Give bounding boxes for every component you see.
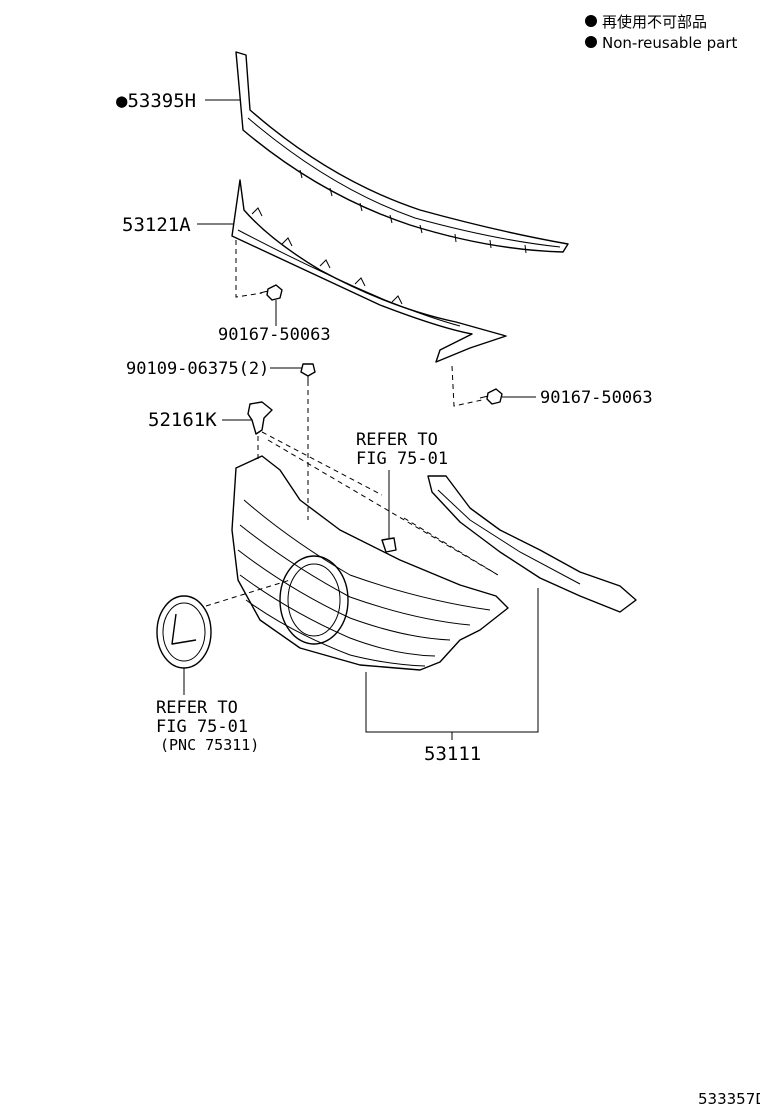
dash-bracket-screw-right bbox=[451, 365, 483, 407]
label-52161k: 52161K bbox=[148, 409, 217, 431]
refer-upper-line1: REFER TO bbox=[356, 430, 438, 450]
refer-lower-line2: FIG 75-01 bbox=[156, 717, 248, 737]
label-53111: 53111 bbox=[424, 743, 481, 765]
refer-lower-line1: REFER TO bbox=[156, 698, 238, 718]
part-grille-side-bracket bbox=[427, 475, 637, 613]
label-53395h: ●53395H bbox=[116, 90, 196, 112]
diagram-id: 533357D bbox=[698, 1090, 760, 1108]
label-90167-top: 90167-50063 bbox=[218, 325, 331, 345]
screw-90167-top bbox=[259, 284, 283, 301]
label-53121a: 53121A bbox=[122, 214, 191, 236]
legend-bullet-en bbox=[585, 36, 597, 48]
legend-english: Non-reusable part bbox=[602, 34, 737, 52]
bolt-90109 bbox=[300, 363, 316, 386]
dash-clip-grille bbox=[261, 431, 383, 496]
dash-grille-bracket bbox=[403, 517, 499, 576]
dash-emblem-grille bbox=[205, 579, 291, 607]
refer-lower-line3: (PNC 75311) bbox=[160, 736, 259, 754]
emblem bbox=[156, 595, 212, 669]
screw-90167-right bbox=[479, 388, 503, 405]
part-53121a-bracket bbox=[231, 179, 507, 363]
legend-japanese: 再使用不可部品 bbox=[602, 13, 707, 31]
emblem-logo bbox=[171, 613, 197, 645]
nut-refer-upper bbox=[381, 537, 397, 553]
clip-52161k bbox=[247, 401, 273, 435]
refer-upper-line2: FIG 75-01 bbox=[356, 449, 448, 469]
leader-53111 bbox=[365, 588, 539, 733]
legend-bullet-jp bbox=[585, 15, 597, 27]
label-90109: 90109-06375(2) bbox=[126, 359, 269, 379]
part-53395h-molding bbox=[235, 51, 569, 254]
label-90167-right: 90167-50063 bbox=[540, 388, 653, 408]
dash-53121a-screw bbox=[235, 240, 263, 298]
part-53111-grille bbox=[231, 455, 509, 671]
legend: 再使用不可部品 Non-reusable part bbox=[585, 13, 737, 52]
